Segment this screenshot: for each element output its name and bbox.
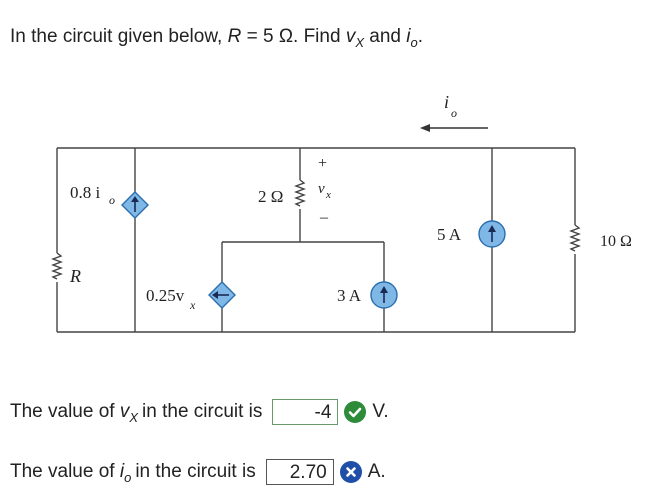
dep-voltage-label-sub: x [189,298,196,312]
answer-vx-unit: V. [372,401,389,422]
incorrect-x-icon [339,461,362,483]
question-vx-sub: X [355,35,364,50]
answer-vx-var: v [119,401,130,422]
answer-io-sub: o [124,469,132,485]
io-label-sub: o [451,106,457,120]
answer-io-var: i [119,461,125,482]
dep-current-label-sub: o [109,193,115,207]
question-text: In the circuit given below, R = 5 Ω. Fin… [10,26,424,50]
r-label: R [69,266,81,286]
current-source-5a [478,220,506,248]
io-answer-input[interactable]: 2.70 [265,459,334,485]
vx-minus: – [319,209,329,226]
vx-label-sub: x [325,189,331,201]
question-prefix: In the circuit given below, [10,26,223,47]
dep-current-label: 0.8 i [70,183,101,202]
dependent-current-source-diamond [121,191,149,219]
question-and: and [369,26,401,47]
question-io-sub: o [410,35,418,50]
answer-vx-sub: X [129,409,139,425]
answer-vx-prefix: The value of [10,401,115,422]
answer-io-prefix: The value of [10,461,115,482]
answer-io-unit: A. [367,461,386,482]
io-arrow-icon [420,124,488,132]
vx-answer-input[interactable]: -4 [272,399,339,425]
answer-io-middle: in the circuit is [135,461,256,482]
question-vx: v [345,26,356,47]
src5-label: 5 A [437,225,462,244]
vx-label: v [318,181,325,197]
correct-check-icon [344,401,367,423]
question-r-var: R [227,26,242,47]
dependent-voltage-source-diamond [208,281,236,309]
r10-label: 10 Ω [600,233,632,250]
vx-plus: + [318,155,327,172]
dep-voltage-label: 0.25v [146,286,185,305]
current-source-3a [370,281,398,309]
r2-label: 2 Ω [258,187,283,206]
question-end: . [417,26,424,47]
circuit-wires [51,147,581,333]
io-label: i [444,92,449,112]
answer-vx-middle: in the circuit is [142,401,263,422]
src3-label: 3 A [337,286,362,305]
question-r-eq: = 5 Ω. Find [246,26,341,47]
question-io: i [406,26,411,47]
circuit-diagram: i o 0.8 i o R 2 Ω + v x – 0.25v x 3 A 5 … [51,92,632,333]
